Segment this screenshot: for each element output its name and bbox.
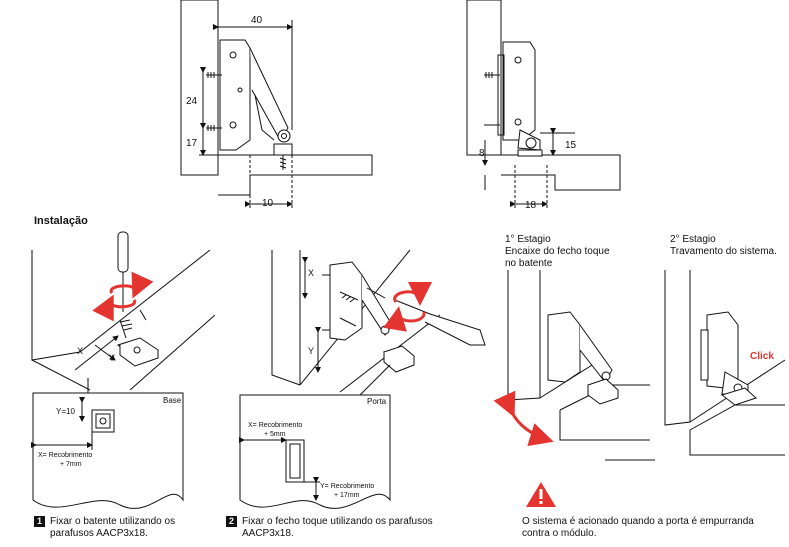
- dim-40: 40: [251, 15, 263, 26]
- step1-x-label-2: + 7mm: [60, 461, 82, 468]
- step1-axis-y: Y: [109, 353, 115, 363]
- dim-18: 18: [525, 200, 537, 211]
- step2-x-label-2: + 5mm: [264, 431, 286, 438]
- step2-y-label-2: + 17mm: [334, 492, 360, 499]
- step1-box-title: Base: [163, 396, 182, 405]
- step2-box-title: Porta: [367, 397, 387, 406]
- dim-10: 10: [262, 198, 274, 209]
- step1-illustration: [31, 231, 216, 509]
- dim-8: 8: [479, 148, 485, 159]
- step2-caption: 2 Fixar o fecho toque utilizando os paraf…: [226, 516, 433, 540]
- stage1-illustration: [507, 270, 655, 461]
- warning-icon: [526, 482, 556, 507]
- top-left-drawing: [180, 0, 373, 210]
- stage2-text: 2° Estagio Travamento do sistema.: [670, 234, 777, 258]
- step1-y-label: Y=10: [56, 407, 75, 416]
- stage1-line3: no batente: [505, 258, 553, 269]
- step2-axis-x: X: [308, 268, 314, 278]
- rotate-arrow-icon-2: [383, 281, 432, 332]
- step1-caption-line1: Fixar o batente utilizando os: [50, 516, 176, 527]
- warning-line1: O sistema é acionado quando a porta é em…: [522, 516, 754, 527]
- warning-line2: contra o módulo.: [522, 528, 597, 539]
- click-label: Click: [750, 351, 774, 362]
- step2-axis-y: Y: [308, 346, 314, 356]
- dim-17: 17: [186, 138, 198, 149]
- dim-15: 15: [565, 140, 577, 151]
- step2-caption-line2: AACP3x18.: [242, 528, 294, 539]
- swing-arrow-icon: [493, 390, 554, 447]
- section-title: Instalação: [34, 215, 88, 227]
- stage2-line2: Travamento do sistema.: [670, 246, 777, 257]
- warning-caption: O sistema é acionado quando a porta é em…: [522, 516, 754, 540]
- stage1-title: 1° Estagio: [505, 234, 551, 245]
- step1-number: 1: [34, 516, 45, 527]
- stage2-illustration: [664, 270, 786, 456]
- rotate-arrow-icon: [92, 271, 154, 322]
- step1-x-label-1: X= Recobrimento: [38, 452, 92, 459]
- stage2-title: 2° Estagio: [670, 234, 716, 245]
- step1-axis-x: X: [77, 346, 83, 356]
- step1-caption: 1 Fixar o batente utilizando os parafusos…: [34, 516, 175, 540]
- top-right-drawing: [466, 0, 621, 210]
- step2-number: 2: [226, 516, 237, 527]
- step2-x-label-1: X= Recobrimento: [248, 422, 302, 429]
- step2-caption-line1: Fixar o fecho toque utilizando os parafu…: [242, 516, 433, 527]
- stage1-line2: Encaixe do fecho toque: [505, 246, 610, 257]
- step2-illustration: [239, 249, 486, 509]
- dim-24: 24: [186, 96, 198, 107]
- stage1-text: 1° Estagio Encaixe do fecho toque no bat…: [505, 234, 610, 270]
- step1-caption-line2: parafusos AACP3x18.: [50, 528, 148, 539]
- step2-y-label-1: Y= Recobrimento: [320, 483, 374, 490]
